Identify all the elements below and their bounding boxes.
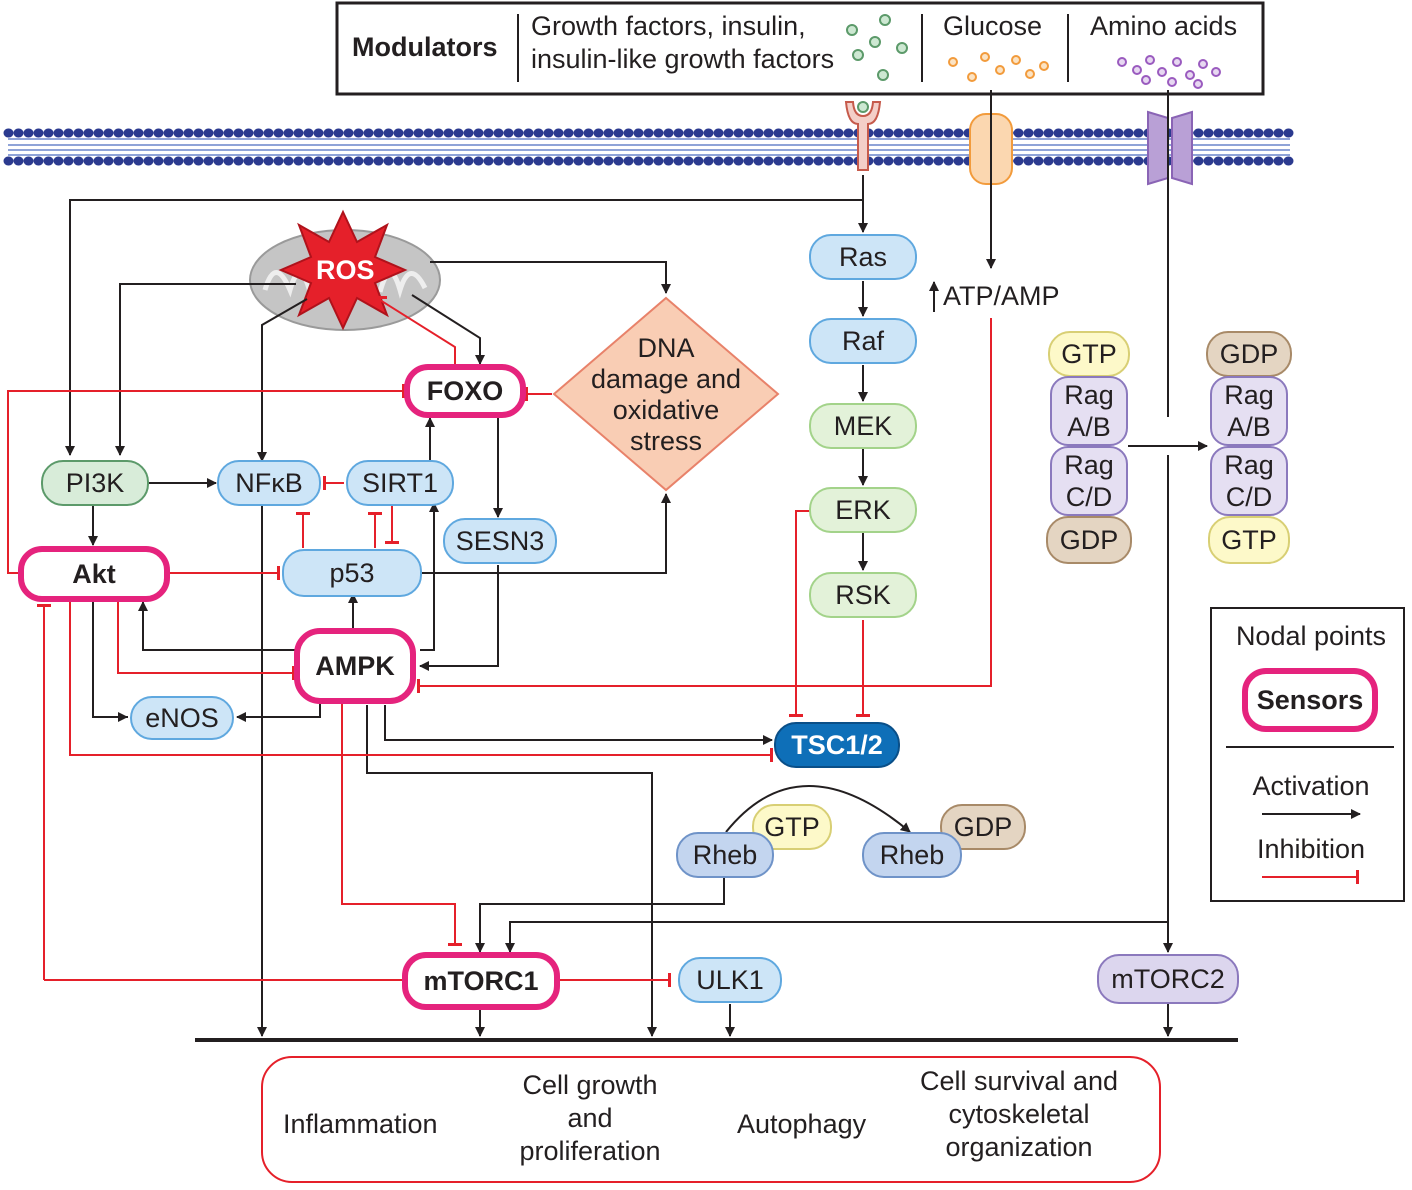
outcome-survival-line-3: organization	[945, 1132, 1093, 1162]
legend-title: Nodal points	[1235, 621, 1387, 651]
mtorc2-node: mTORC2	[1097, 954, 1239, 1004]
outcome-growth-line-2: and	[567, 1103, 613, 1133]
ulk1-node: ULK1	[678, 957, 782, 1003]
dna-damage-label: DNA damage and oxidative stress	[576, 333, 756, 457]
rag-right-cd: Rag C/D	[1210, 446, 1288, 516]
tsc-node: TSC1/2	[774, 722, 900, 768]
outcome-survival: Cell survival and cytoskeletal organizat…	[904, 1065, 1134, 1164]
foxo-node: FOXO	[404, 364, 526, 418]
sesn3-node: SESN3	[443, 518, 557, 564]
activation-arrows	[65, 90, 1208, 1037]
enos-node: eNOS	[130, 696, 234, 740]
dna-damage-line-1: DNA	[637, 333, 695, 363]
glucose-label: Glucose	[943, 11, 1043, 41]
mtorc1-node: mTORC1	[402, 952, 560, 1010]
rag-right-cd-line-1: Rag	[1224, 449, 1274, 480]
rheb-gdp-badge: GDP	[940, 804, 1026, 850]
rsk-node: RSK	[809, 572, 917, 618]
amino-acid-transporter-icon	[1147, 110, 1193, 186]
amino-acids-label: Amino acids	[1090, 11, 1238, 41]
rag-right-ab-line-2: A/B	[1227, 412, 1271, 442]
amino-acid-dots	[1117, 55, 1221, 89]
outcomes-box	[261, 1056, 1161, 1183]
outcome-survival-line-2: cytoskeletal	[948, 1099, 1090, 1129]
rag-right-ab: Rag A/B	[1210, 376, 1288, 446]
legend-inhibition-label: Inhibition	[1256, 834, 1366, 864]
glucose-dots	[948, 52, 1049, 82]
dna-damage-line-2: damage and	[590, 364, 742, 394]
p53-node: p53	[282, 549, 422, 597]
sirt1-node: SIRT1	[346, 460, 454, 506]
growth-factor-dots	[846, 14, 908, 81]
outcome-growth-line-1: Cell growth	[522, 1070, 658, 1100]
rheb-right-node: Rheb	[862, 832, 962, 878]
rag-right-gtp: GTP	[1208, 516, 1290, 564]
rag-left-cd: Rag C/D	[1050, 446, 1128, 516]
dna-damage-line-4: stress	[629, 426, 702, 456]
erk-node: ERK	[809, 487, 917, 533]
rag-left-ab: Rag A/B	[1050, 376, 1128, 446]
cell-membrane	[3, 128, 1295, 166]
growth-factors-label-2: insulin-like growth factors	[531, 44, 835, 74]
rag-right-gdp: GDP	[1206, 331, 1292, 377]
pi3k-node: PI3K	[41, 460, 149, 506]
ras-node: Ras	[809, 234, 917, 280]
rag-left-gtp: GTP	[1048, 331, 1130, 377]
atp-amp-label: ATP/AMP	[943, 281, 1060, 311]
legend-activation-label: Activation	[1252, 771, 1370, 801]
rag-left-gdp: GDP	[1046, 516, 1132, 564]
modulators-title: Modulators	[352, 32, 498, 62]
ros-star	[278, 209, 408, 331]
rag-left-ab-line-1: Rag	[1064, 379, 1114, 410]
rag-left-ab-line-2: A/B	[1067, 412, 1111, 442]
outcome-survival-line-1: Cell survival and	[919, 1066, 1119, 1096]
rheb-left-node: Rheb	[676, 832, 774, 878]
rag-left-cd-line-1: Rag	[1064, 449, 1114, 480]
rag-right-ab-line-1: Rag	[1224, 379, 1274, 410]
dna-damage-diamond	[552, 296, 780, 492]
raf-node: Raf	[809, 318, 917, 364]
growth-factors-label-1: Growth factors, insulin,	[531, 11, 806, 41]
rag-right-cd-line-2: C/D	[1225, 482, 1273, 512]
nfkb-node: NFκB	[217, 460, 321, 506]
outcome-growth: Cell growth and proliferation	[490, 1069, 690, 1168]
dna-damage-line-3: oxidative	[612, 395, 720, 425]
ros-label: ROS	[316, 255, 375, 285]
outcome-autophagy: Autophagy	[737, 1109, 867, 1139]
rheb-gtp-badge: GTP	[752, 804, 832, 850]
outcome-growth-line-3: proliferation	[519, 1136, 661, 1166]
mek-node: MEK	[809, 403, 917, 449]
legend-sensors-sample: Sensors	[1242, 668, 1378, 732]
receptor-icon	[844, 101, 882, 171]
akt-node: Akt	[18, 546, 170, 602]
inhibition-lines	[7, 296, 992, 987]
legend-box	[1210, 607, 1405, 902]
outcome-inflammation: Inflammation	[283, 1109, 438, 1139]
rag-left-cd-line-2: C/D	[1065, 482, 1113, 512]
ampk-node: AMPK	[294, 628, 416, 704]
modulators-box	[335, 1, 1265, 96]
